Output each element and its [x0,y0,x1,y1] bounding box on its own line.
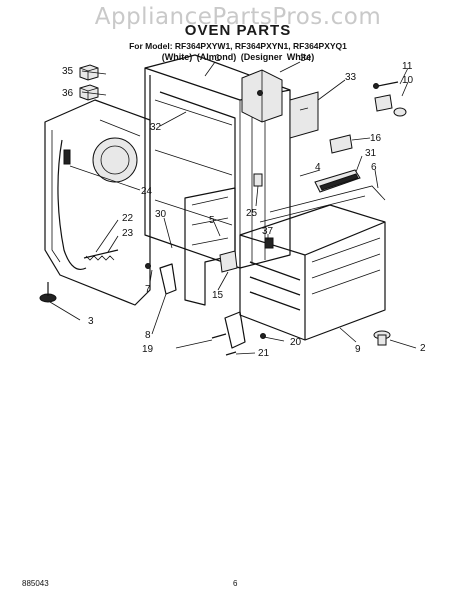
callout-8: 8 [145,330,151,341]
callout-31: 31 [365,148,377,159]
callout-25: 25 [246,208,258,219]
callout-21: 21 [258,348,270,359]
part-10-light-socket [374,94,407,117]
callout-11: 11 [402,61,413,72]
part-3-leveling-leg [39,282,57,303]
part-34-bracket [241,69,283,123]
part-5-front-frame [184,187,236,306]
page-title: OVEN PARTS [184,22,292,39]
part-35-clip [79,64,99,81]
page-number: 6 [233,579,238,588]
part-16-bracket [329,134,353,154]
callout-15: 15 [212,290,224,301]
callout-16: 16 [370,133,382,144]
callout-7: 7 [145,284,151,295]
callout-4: 4 [315,162,321,173]
watermark-text: AppliancePartsPros.com [94,4,382,30]
callout-10: 10 [402,75,414,86]
part-33-bracket [289,91,319,139]
part-11-screw [373,81,399,89]
part-19-21-hardware [211,311,266,356]
callout-24: 24 [141,186,153,197]
model-numbers: For Model: RF364PXYW1, RF364PXYN1, RF364… [129,41,347,51]
callout-leader-lines [49,61,417,355]
color-variants: (White) (Almond) (Designer White) [161,52,315,62]
callout-30: 30 [155,209,167,220]
part-2-leveling-leg [373,330,391,346]
callout-6: 6 [371,162,377,173]
part-31-element [314,169,361,193]
part-6-oven-racks [239,185,386,341]
document-code: 885043 [22,579,49,588]
callout-34: 34 [300,53,312,64]
callout-3: 3 [88,316,94,327]
callout-19: 19 [142,344,154,355]
callout-labels: 35 36 1 34 11 10 33 32 16 31 4 6 24 25 2… [62,53,426,359]
part-25-fitting [253,173,263,187]
callout-9: 9 [355,344,361,355]
part-22-23-harness [57,139,119,271]
part-24-side-panel [44,99,151,306]
part-7-8-hinge [145,263,177,295]
callout-35: 35 [62,66,74,77]
callout-1: 1 [215,53,221,64]
callout-36: 36 [62,88,74,99]
callout-20: 20 [290,337,302,348]
callout-2: 2 [420,343,426,354]
callout-32: 32 [150,122,162,133]
callout-5: 5 [209,215,215,226]
callout-37: 37 [262,226,274,237]
callout-22: 22 [122,213,134,224]
part-37-clip [264,237,274,249]
callout-33: 33 [345,72,357,83]
part-15-bracket [219,250,238,273]
callout-23: 23 [122,228,134,239]
